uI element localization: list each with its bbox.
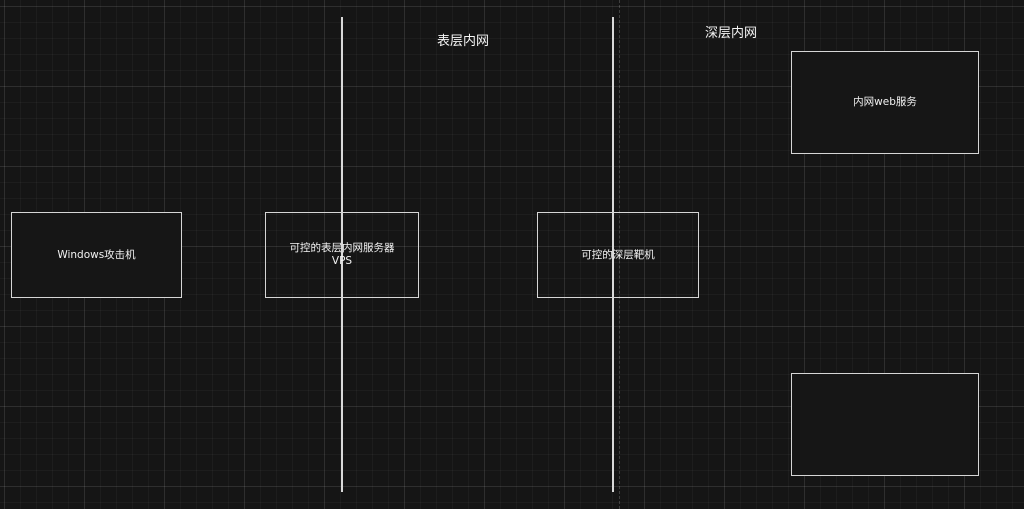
dashed-guide-line (619, 0, 620, 509)
deep-target-node-label: 可控的深层靶机 (581, 248, 655, 261)
attacker-node-label: Windows攻击机 (57, 248, 136, 261)
vps-node[interactable]: 可控的表层内网服务器 VPS (265, 212, 419, 298)
web-service-node[interactable]: 内网web服务 (791, 51, 979, 154)
empty-node[interactable] (791, 373, 979, 476)
surface-zone-label: 表层内网 (437, 34, 490, 49)
vps-node-label-line2: VPS (331, 255, 353, 267)
attacker-node[interactable]: Windows攻击机 (11, 212, 182, 298)
deep-zone-label: 深层内网 (705, 26, 758, 41)
surface-zone-boundary-line (341, 17, 343, 492)
deep-zone-boundary-line (612, 17, 614, 492)
vps-node-label-line1: 可控的表层内网服务器 (289, 242, 395, 254)
web-service-node-label: 内网web服务 (853, 96, 917, 108)
deep-target-node[interactable]: 可控的深层靶机 (537, 212, 699, 298)
